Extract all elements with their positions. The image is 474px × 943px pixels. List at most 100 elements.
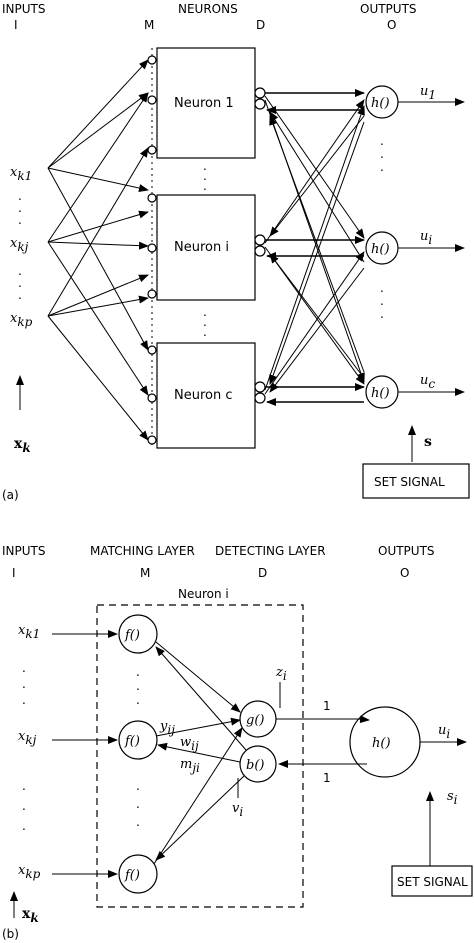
neuron-i-title: Neuron i [178, 587, 229, 601]
d-header: D [256, 18, 265, 32]
inputs-sub-header: I [14, 18, 18, 32]
neurons-header: NEURONS [178, 2, 238, 16]
input-dots-1: . [18, 189, 22, 203]
y-ij-label: yij [159, 719, 175, 737]
f-dots-5: . [136, 797, 140, 811]
output-ui-label: ui [420, 229, 432, 247]
b-xk-label: xk [22, 906, 39, 925]
output-u1-label: u1 [420, 84, 436, 102]
f-circle-1 [118, 614, 158, 654]
neuron-c-box [156, 342, 256, 449]
f-dots-6: . [136, 815, 140, 829]
f-dots-3: . [136, 693, 140, 707]
matching-layer-header: MATCHING LAYER [90, 544, 195, 558]
m-header: M [144, 18, 154, 32]
outputs-sub-header: O [387, 18, 396, 32]
b-set-signal-label: SET SIGNAL [397, 875, 468, 889]
f-dots-4: . [136, 779, 140, 793]
neuron-1-box [156, 47, 256, 159]
f-label-j: f() [124, 734, 140, 749]
neuron-i-boundary [96, 604, 304, 908]
input-synapse-circles [147, 55, 157, 445]
b-output-ui-label: ui [438, 723, 450, 741]
one-top-label: 1 [323, 699, 331, 713]
h-dots-4: . [380, 281, 384, 295]
zi-label: zi [275, 665, 287, 683]
neuron-1-label: Neuron 1 [174, 96, 234, 111]
dots-2: . [203, 169, 207, 183]
neuron-to-output-arrows [264, 89, 365, 406]
neuron-i-label: Neuron i [174, 240, 229, 255]
b-inputs-header: INPUTS [2, 544, 45, 558]
h-label-c: h() [371, 386, 390, 401]
h-dots-3: . [380, 160, 384, 174]
b-outputs-sub-header: O [400, 566, 409, 580]
m-ji-label: mji [180, 757, 200, 775]
h-dots-5: . [380, 294, 384, 308]
b-input-dots-2: . [22, 677, 26, 691]
output-synapse-circles [254, 87, 266, 404]
inputs-header: INPUTS [2, 2, 45, 16]
b-input-dots-4: . [22, 779, 26, 793]
f-to-gb-arrows [153, 641, 247, 865]
b-input-dots-6: . [22, 819, 26, 833]
f-dots-1: . [136, 665, 140, 679]
dots-1: . [203, 159, 207, 173]
f-label-1: f() [124, 628, 140, 643]
dots-3: . [203, 179, 207, 193]
outputs-header: OUTPUTS [360, 2, 417, 16]
b-input-dots-3: . [22, 693, 26, 707]
h-dots-6: . [380, 307, 384, 321]
input-xk1-label: xk1 [10, 165, 32, 183]
diagram-a: INPUTS I NEURONS M D OUTPUTS O Neuron 1 … [2, 2, 470, 502]
w-ij-label: wij [180, 735, 199, 753]
h-dots-2: . [380, 147, 384, 161]
input-dots-2: . [18, 201, 22, 215]
input-fan-arrows [47, 59, 149, 441]
b-input-dots-1: . [22, 661, 26, 675]
diagram-b: INPUTS I MATCHING LAYER M DETECTING LAYE… [2, 544, 473, 941]
input-dots-3: . [18, 213, 22, 227]
xk-label: xk [14, 436, 31, 455]
g-label: g() [246, 713, 264, 728]
input-dots-5: . [18, 276, 22, 290]
f-circle-j [118, 720, 158, 760]
f-circle-p [118, 854, 158, 894]
b-label: b() [246, 758, 264, 773]
h-dots-1: . [380, 134, 384, 148]
g-to-h-arrowhead [357, 715, 370, 724]
b-set-signal-box [391, 865, 473, 897]
output-uc-label: uc [420, 373, 435, 391]
detecting-layer-header: DETECTING LAYER [215, 544, 326, 558]
b-inputs-sub-header: I [12, 566, 16, 580]
neuron-c-label: Neuron c [174, 388, 233, 403]
f-label-p: f() [124, 868, 140, 883]
input-dots-6: . [18, 288, 22, 302]
b-outputs-header: OUTPUTS [378, 544, 435, 558]
input-xkp-label: xkp [10, 311, 33, 329]
b-input-xkp-label: xkp [18, 863, 41, 881]
h-label-1: h() [371, 96, 390, 111]
set-signal-box [362, 463, 470, 499]
dots-5: . [203, 315, 207, 329]
input-xkj-label: xkj [10, 236, 29, 254]
b-input-dots-5: . [22, 799, 26, 813]
h-label-i: h() [371, 242, 390, 257]
input-dots-4: . [18, 264, 22, 278]
dots-4: . [203, 305, 207, 319]
b-circle [239, 745, 277, 783]
neuron-i-box [156, 194, 256, 301]
b-input-xk1-label: xk1 [18, 623, 40, 641]
b-input-xkj-label: xkj [18, 729, 37, 747]
panel-a-label: (a) [2, 488, 19, 502]
b-s-label: si [447, 789, 458, 807]
f-dots-2: . [136, 679, 140, 693]
one-bottom-label: 1 [323, 771, 331, 785]
dots-6: . [203, 325, 207, 339]
vi-label: vi [232, 801, 243, 819]
set-signal-label: SET SIGNAL [374, 475, 445, 489]
h-label-b: h() [372, 736, 391, 751]
b-m-header: M [140, 566, 150, 580]
panel-b-label: (b) [2, 927, 19, 941]
